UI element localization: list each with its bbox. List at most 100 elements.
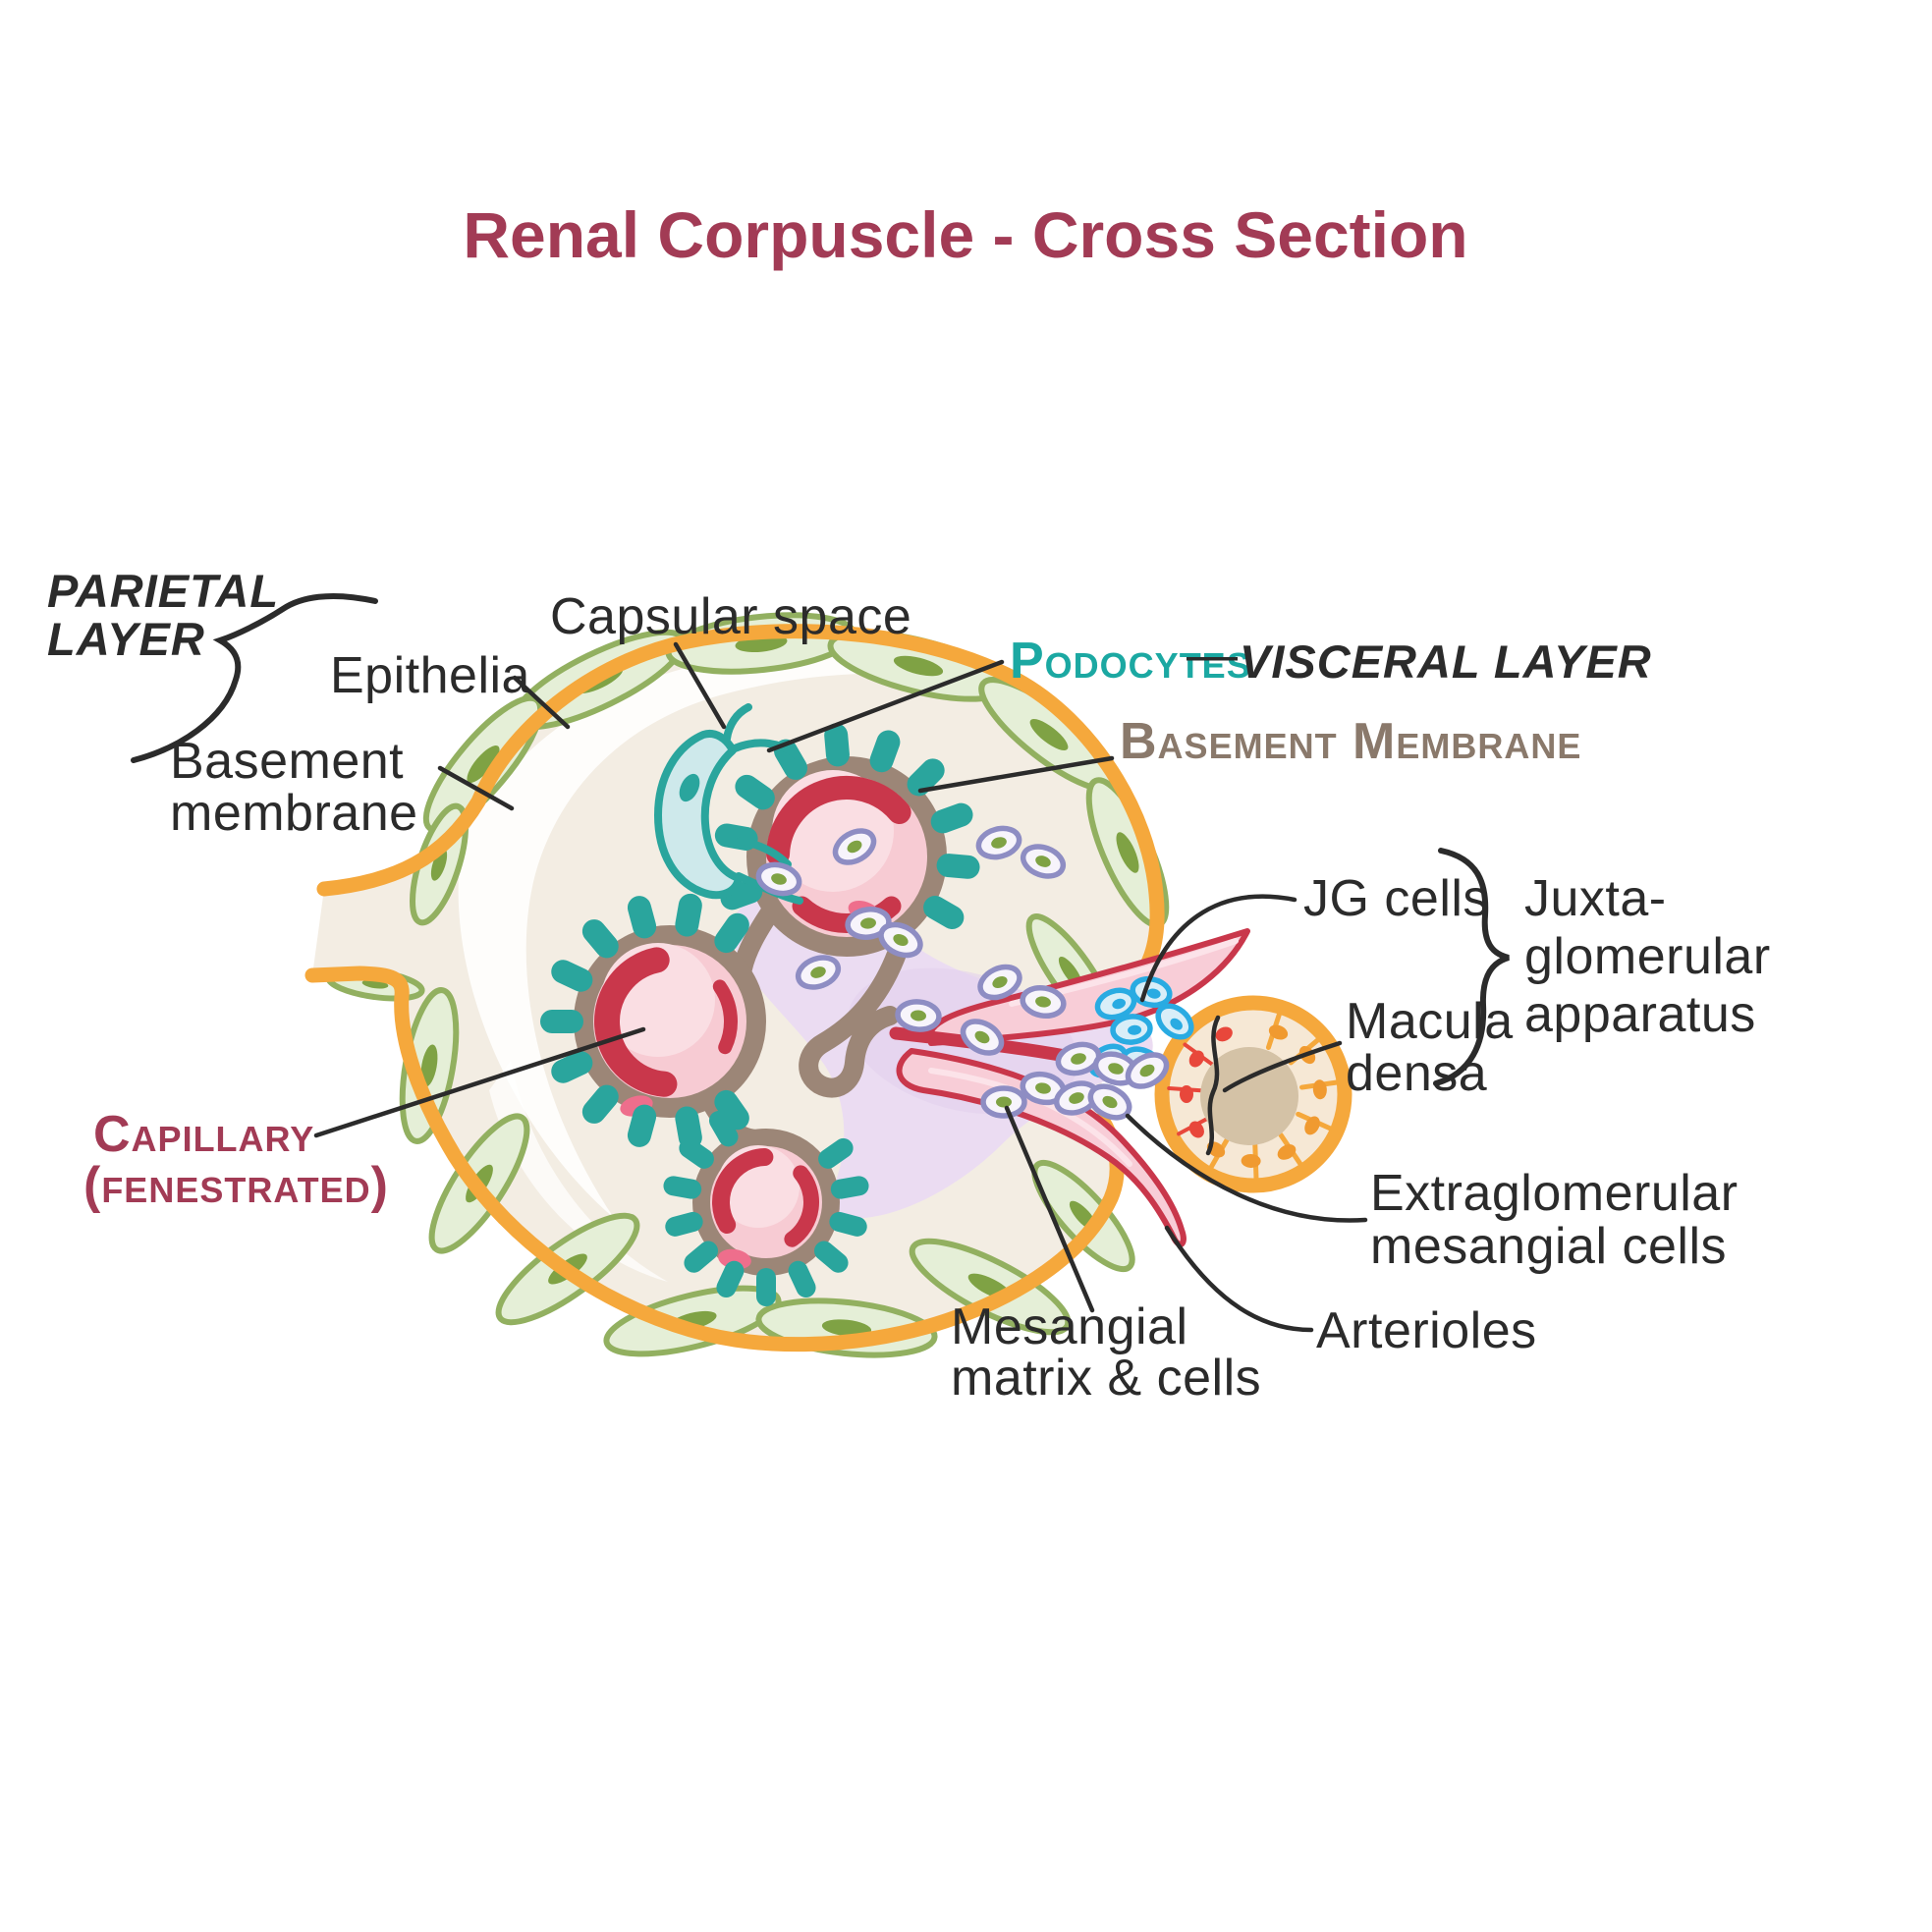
jg-cell-nucleus	[1146, 988, 1161, 999]
podocyte-foot-process	[936, 854, 980, 879]
basement-right-leader	[917, 755, 1115, 794]
label-jg-cells: JG cells	[1303, 870, 1489, 927]
macula-densa-lumen	[1200, 1047, 1298, 1145]
juxtaglomerular-brace	[1433, 848, 1510, 1086]
podocyte-foot-process	[663, 1176, 702, 1199]
podocyte-process-4	[723, 703, 752, 743]
capillary-endothelium-crescent	[712, 1148, 774, 1234]
mesangial-leader	[1004, 1105, 1095, 1313]
podocyte-foot-process	[813, 1241, 849, 1273]
podocyte-foot-process	[735, 774, 775, 810]
podocyte-foot-process	[581, 919, 619, 959]
label-basement-left-1: Basement	[170, 733, 404, 790]
mesangial-cell-nucleus	[992, 975, 1008, 989]
mesangial-cell-nucleus	[1035, 856, 1051, 867]
label-juxtaglomerular-2: glomerular	[1524, 928, 1771, 985]
macula-cell-nucleus-red	[1188, 1050, 1204, 1068]
mesangial-cell-nucleus	[810, 966, 826, 978]
label-mesangial-2: matrix & cells	[951, 1350, 1261, 1407]
capillary-endothelium-crescent	[712, 979, 738, 1055]
mesangial-cell-nucleus	[893, 933, 909, 947]
basement-left-leader	[437, 765, 515, 811]
epithelial-cell-nucleus	[430, 848, 448, 881]
mesangial-cell-nucleus	[847, 840, 862, 854]
macula-cell-nucleus	[1268, 1024, 1289, 1040]
mesangial-cell-nucleus	[911, 1010, 926, 1021]
jg-cell-nucleus	[1112, 998, 1126, 1010]
labels: Renal Corpuscle - Cross Section PARIETAL…	[47, 198, 1771, 1407]
capillary-endothelium-crescent	[784, 1165, 819, 1247]
podocyte-foot-process	[679, 1137, 714, 1169]
label-parietal-layer-2: LAYER	[47, 613, 205, 665]
label-mesangial-1: Mesangial	[951, 1298, 1188, 1355]
label-basement-right: Basement Membrane	[1120, 713, 1581, 770]
epithelial-cell-nucleus	[1116, 832, 1139, 873]
mesangial-cell-nucleus	[1035, 996, 1051, 1008]
page-title: Renal Corpuscle - Cross Section	[463, 198, 1467, 271]
label-arterioles: Arterioles	[1316, 1302, 1537, 1359]
macula-densa-leader	[1222, 1040, 1343, 1093]
red-blood-cell	[718, 1248, 751, 1270]
mesangial-cell-nucleus	[1108, 1063, 1124, 1075]
epithelial-cell-nucleus	[821, 1319, 872, 1337]
podocyte-foot-process	[709, 1110, 739, 1147]
macula-cell-nucleus-red	[1180, 1085, 1193, 1103]
label-juxtaglomerular-3: apparatus	[1524, 986, 1756, 1043]
arterioles-leader	[1164, 1225, 1314, 1333]
podocyte-foot-process	[716, 1260, 745, 1298]
mesangial-cell-nucleus	[860, 917, 876, 929]
epithelial-cell-nucleus	[467, 745, 500, 784]
mesangial-cells	[755, 825, 1170, 1121]
jg-cell-nucleus	[1170, 1018, 1183, 1030]
macula-densa-squiggle	[1205, 1015, 1221, 1156]
label-macula-densa-1: Macula	[1346, 993, 1514, 1050]
podocyte-foot-process	[788, 1260, 816, 1298]
label-capillary-2: (fenestrated)	[83, 1157, 389, 1214]
label-extraglomerular-2: mesangial cells	[1370, 1218, 1727, 1275]
mesangial-cell-nucleus	[991, 837, 1007, 849]
basement-membrane-neck-fold	[799, 923, 913, 1098]
label-visceral-layer: VISCERAL LAYER	[1240, 635, 1652, 688]
podocyte-foot-process	[551, 1051, 593, 1083]
podocyte-cell	[654, 703, 803, 905]
capillary-leader	[313, 1026, 646, 1138]
jg-cells-leader	[1139, 894, 1297, 1003]
podocyte-foot-process	[714, 1089, 749, 1131]
capillary-endothelium-crescent	[594, 947, 678, 1097]
label-parietal-layer-1: PARIETAL	[47, 565, 279, 617]
label-juxtaglomerular-1: Juxta-	[1524, 870, 1667, 927]
podocyte-foot-process	[675, 893, 702, 937]
mesangial-cell-nucleus	[771, 873, 787, 885]
podocyte-body	[654, 730, 743, 900]
label-extraglomerular-1: Extraglomerular	[1370, 1165, 1739, 1222]
capillary-endothelium-crescent	[766, 776, 911, 866]
podocyte-foot-process	[665, 1211, 703, 1237]
podocyte-nucleus	[679, 773, 700, 802]
extraglomerular-leader	[1125, 1113, 1368, 1223]
capsular-space-leader	[673, 641, 727, 730]
macula-cell-nucleus	[1277, 1144, 1297, 1160]
podocyte-foot-process	[714, 912, 749, 954]
podocyte-foot-process	[830, 1176, 869, 1199]
mesangial-cell-nucleus	[1139, 1064, 1155, 1077]
label-macula-densa-2: densa	[1346, 1045, 1487, 1102]
jg-cell-nucleus	[1128, 1024, 1142, 1035]
parietal-epithelial-cells	[325, 612, 1170, 1358]
podocyte-foot-process	[774, 739, 807, 780]
label-podocytes-dash: —	[1187, 627, 1239, 684]
macula-cell-nucleus	[1304, 1116, 1320, 1135]
capsular-space-highlight-lower	[489, 1061, 668, 1282]
podocyte-foot-process	[829, 1211, 867, 1237]
macula-cell-nucleus-red	[1215, 1026, 1233, 1042]
podocyte-foot-process	[818, 1137, 854, 1169]
macula-densa-tubule	[1154, 995, 1352, 1193]
podocyte-process-1	[731, 739, 801, 760]
label-capsular-space: Capsular space	[550, 588, 911, 645]
podocyte-foot-process	[907, 758, 945, 797]
mesangial-cell-nucleus	[1035, 1082, 1051, 1094]
annotation-lines	[131, 593, 1510, 1333]
podocyte-foot-process	[627, 896, 657, 939]
bowmans-capsule-outline-upper	[316, 624, 1165, 1021]
